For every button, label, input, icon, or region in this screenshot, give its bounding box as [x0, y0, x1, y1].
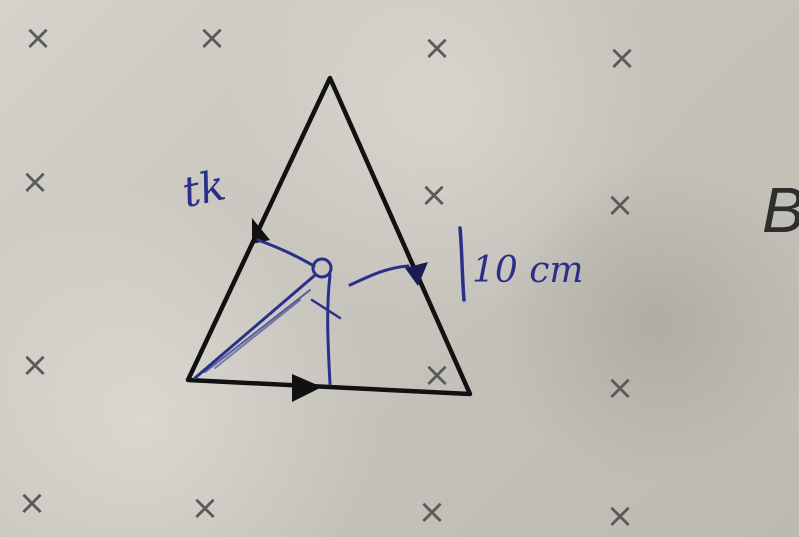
centroid-to-right-line	[348, 264, 410, 287]
pen-tick	[310, 298, 342, 320]
field-cross-mark: ×	[422, 355, 452, 395]
field-cross-mark: ×	[23, 18, 53, 58]
field-cross-mark: ×	[20, 162, 50, 202]
centroid-to-left-line	[256, 238, 316, 268]
right-current-arrow	[405, 262, 428, 286]
side-length-label: 10 cm	[472, 250, 584, 291]
centroid-dot	[311, 257, 333, 279]
side-length-bracket	[458, 226, 466, 302]
field-cross-mark: ×	[605, 496, 635, 536]
field-cross-mark: ×	[20, 345, 50, 385]
field-cross-mark: ×	[422, 28, 452, 68]
vertex-to-centroid-line	[193, 274, 316, 380]
bottom-current-arrow	[292, 374, 322, 402]
field-cross-mark: ×	[419, 175, 449, 215]
vertex-to-centroid-line	[204, 289, 311, 373]
field-cross-mark: ×	[17, 483, 47, 523]
field-label: B	[762, 178, 799, 242]
field-cross-mark: ×	[417, 492, 447, 532]
centroid-to-base-line	[326, 273, 332, 386]
left-current-arrow	[252, 218, 270, 244]
field-cross-mark: ×	[605, 368, 635, 408]
vertex-to-centroid-line	[214, 299, 301, 369]
field-cross-mark: ×	[190, 488, 220, 528]
field-cross-mark: ×	[197, 18, 227, 58]
field-cross-mark: ×	[607, 38, 637, 78]
pen-construction	[193, 226, 466, 386]
field-cross-mark: ×	[605, 185, 635, 225]
vertex-mark-label: tk	[178, 160, 230, 217]
